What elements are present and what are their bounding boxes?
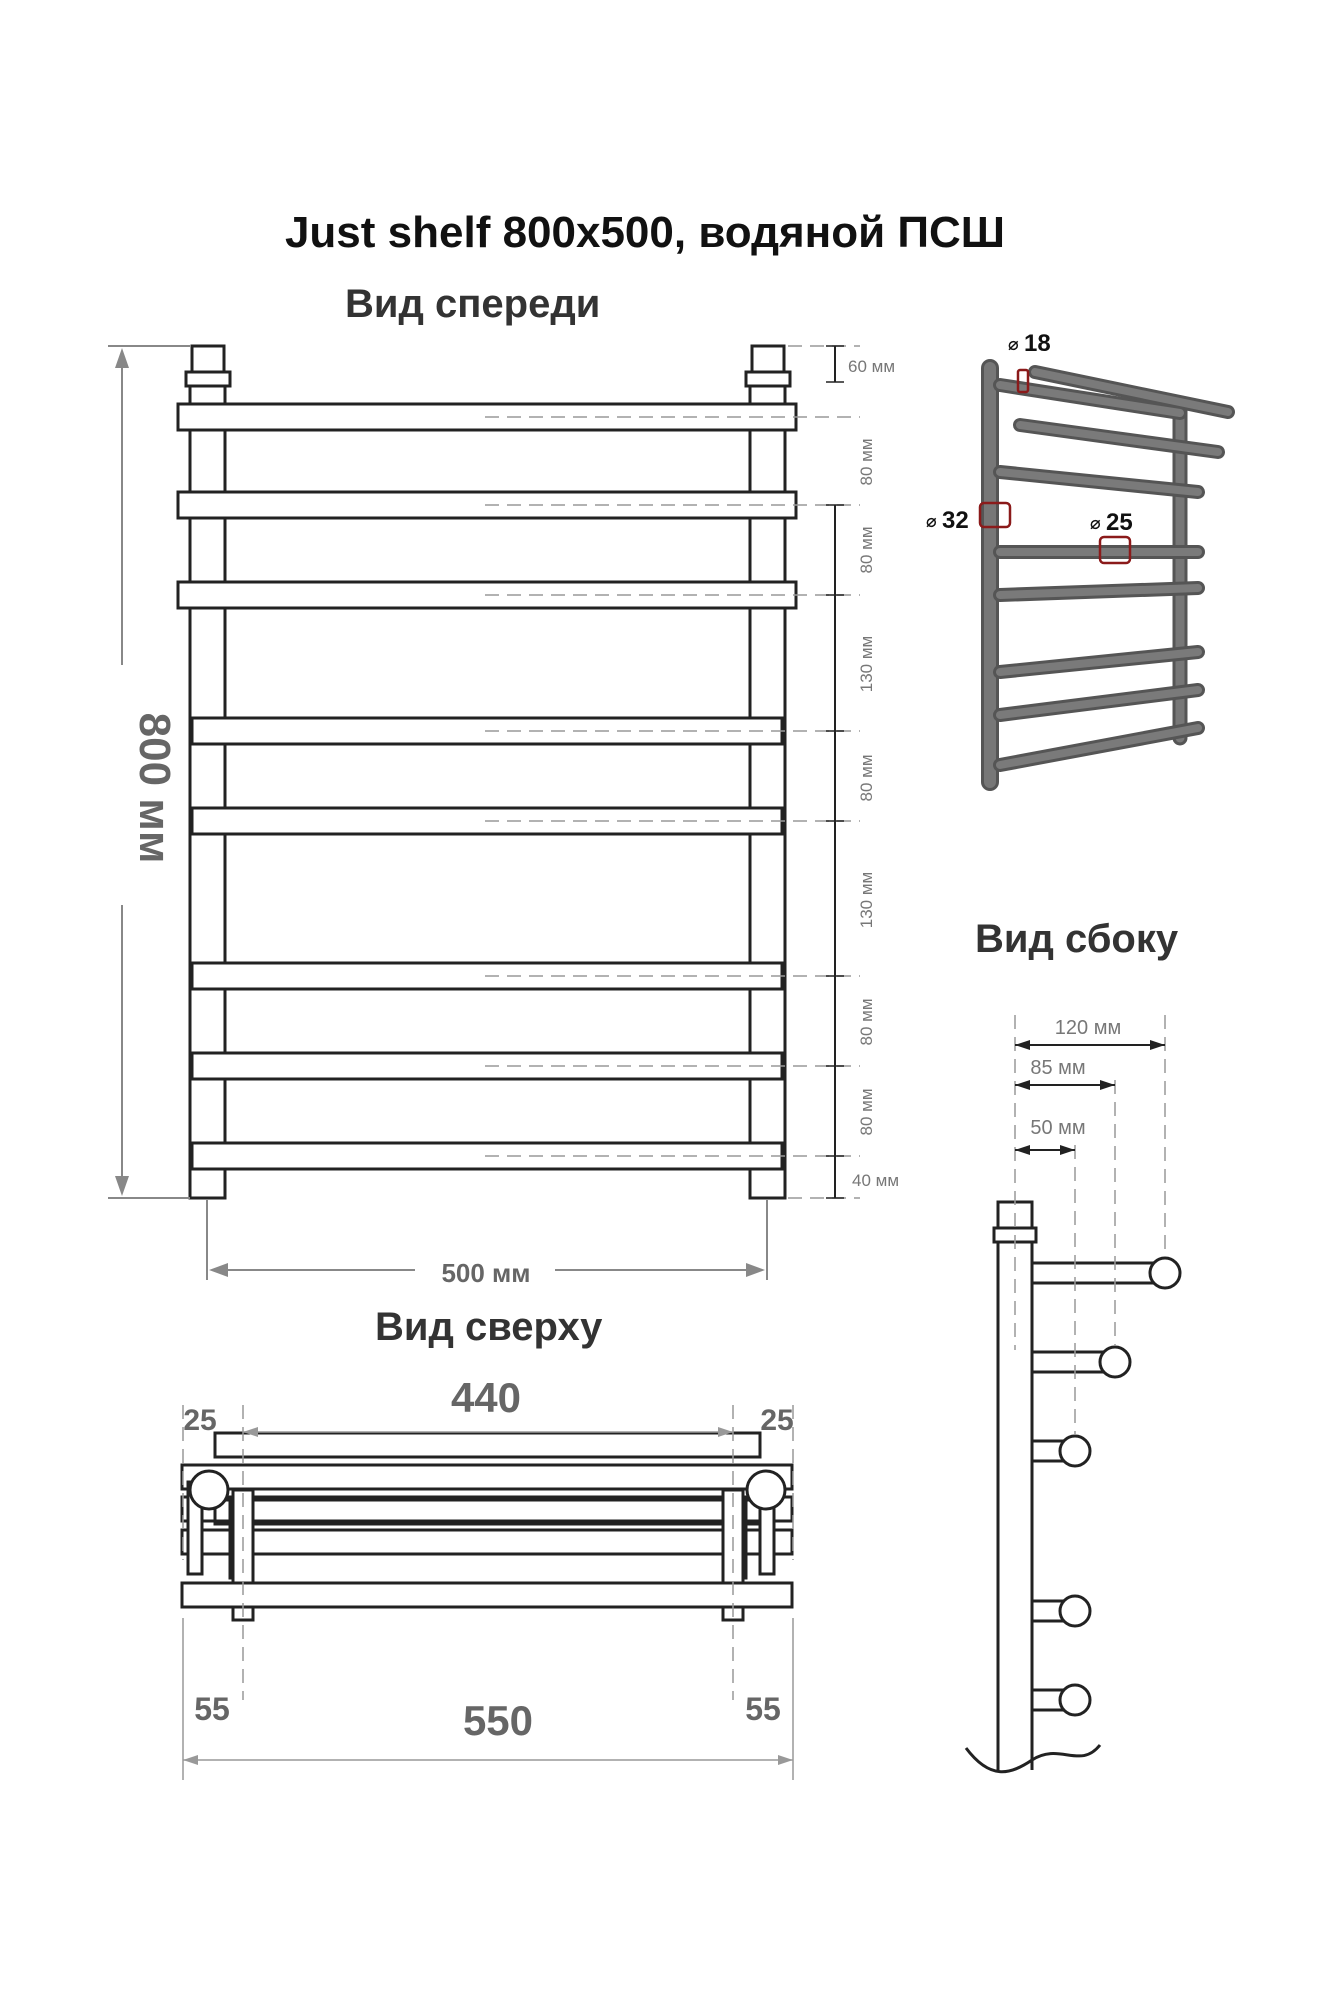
dim-gap-4: 80 мм bbox=[857, 754, 876, 801]
dim-gap-1: 80 мм bbox=[857, 438, 876, 485]
label-d18: 18 bbox=[1024, 330, 1051, 357]
dim-overall-height: 800 мм bbox=[130, 713, 179, 864]
dim-gap-5: 130 мм bbox=[857, 872, 876, 928]
highlight-32 bbox=[978, 501, 1012, 529]
highlight-25 bbox=[1098, 535, 1132, 565]
dim-bottom-gap: 40 мм bbox=[852, 1171, 899, 1190]
iso-view-drawing bbox=[981, 359, 1235, 791]
dim-gap-7: 80 мм bbox=[857, 1088, 876, 1135]
side-rung-4-end bbox=[1058, 1594, 1092, 1628]
side-rung-3-end bbox=[1058, 1434, 1092, 1468]
dim-side-50: 50 мм bbox=[1030, 1117, 1085, 1139]
front-height-dimension bbox=[108, 345, 190, 1199]
highlight-18 bbox=[1016, 368, 1030, 394]
dim-top-inner: 440 bbox=[451, 1374, 521, 1421]
top-view-drawing bbox=[180, 1431, 794, 1622]
side-view-drawing bbox=[964, 1200, 1182, 1774]
dim-top-left-55: 55 bbox=[194, 1691, 230, 1727]
page-title: Just shelf 800x500, водяной ПСШ bbox=[284, 208, 1006, 257]
side-view-heading: Вид сбоку bbox=[975, 917, 1179, 961]
side-rung-5-end bbox=[1058, 1683, 1092, 1717]
dim-gap-2: 80 мм bbox=[857, 526, 876, 573]
right-fitting-nut bbox=[744, 370, 792, 388]
iso-diameter-labels: ⌀ 18 ⌀ 32 ⌀ 25 bbox=[926, 330, 1133, 536]
dim-top-left-25: 25 bbox=[183, 1404, 216, 1437]
side-rung-2-end bbox=[1098, 1345, 1132, 1379]
diameter-symbol-icon: ⌀ bbox=[926, 511, 937, 531]
top-bar-4 bbox=[180, 1528, 794, 1556]
dim-top-right-55: 55 bbox=[745, 1691, 781, 1727]
dim-top-total: 550 bbox=[463, 1697, 533, 1744]
front-dashed-lines bbox=[485, 345, 860, 1199]
side-rung-1-end bbox=[1148, 1256, 1182, 1290]
label-d25: 25 bbox=[1106, 509, 1133, 536]
dim-top-right-25: 25 bbox=[760, 1404, 793, 1437]
top-left-pipe-circle bbox=[188, 1469, 230, 1511]
diameter-symbol-icon: ⌀ bbox=[1008, 334, 1019, 354]
top-dimension-lines bbox=[182, 1405, 794, 1780]
top-bar-1 bbox=[213, 1431, 762, 1459]
dim-top-gap: 60 мм bbox=[848, 357, 895, 376]
label-d32: 32 bbox=[942, 507, 969, 534]
front-dimension-chain bbox=[826, 345, 844, 1199]
top-bar-2 bbox=[180, 1463, 794, 1491]
front-width-dimension bbox=[206, 1200, 768, 1280]
dim-side-120: 120 мм bbox=[1055, 1017, 1121, 1039]
left-fitting-nut bbox=[184, 370, 232, 388]
dim-side-85: 85 мм bbox=[1030, 1057, 1085, 1079]
right-fitting-top bbox=[750, 344, 786, 374]
left-fitting-top bbox=[190, 344, 226, 374]
diameter-symbol-icon: ⌀ bbox=[1090, 513, 1101, 533]
iso-highlight-markers bbox=[978, 368, 1132, 565]
side-dimension-lines bbox=[1014, 1015, 1166, 1435]
front-view-drawing bbox=[176, 344, 798, 1200]
side-rung-1 bbox=[1030, 1261, 1164, 1285]
top-view-heading: Вид сверху bbox=[375, 1305, 603, 1349]
top-right-pipe-circle bbox=[745, 1469, 787, 1511]
dim-overall-width: 500 мм bbox=[441, 1258, 530, 1288]
front-view-heading: Вид спереди bbox=[345, 282, 601, 326]
dim-gap-6: 80 мм bbox=[857, 998, 876, 1045]
dim-gap-3: 130 мм bbox=[857, 636, 876, 692]
side-break-line bbox=[964, 1744, 1102, 1774]
top-bar-bottom bbox=[180, 1581, 794, 1609]
